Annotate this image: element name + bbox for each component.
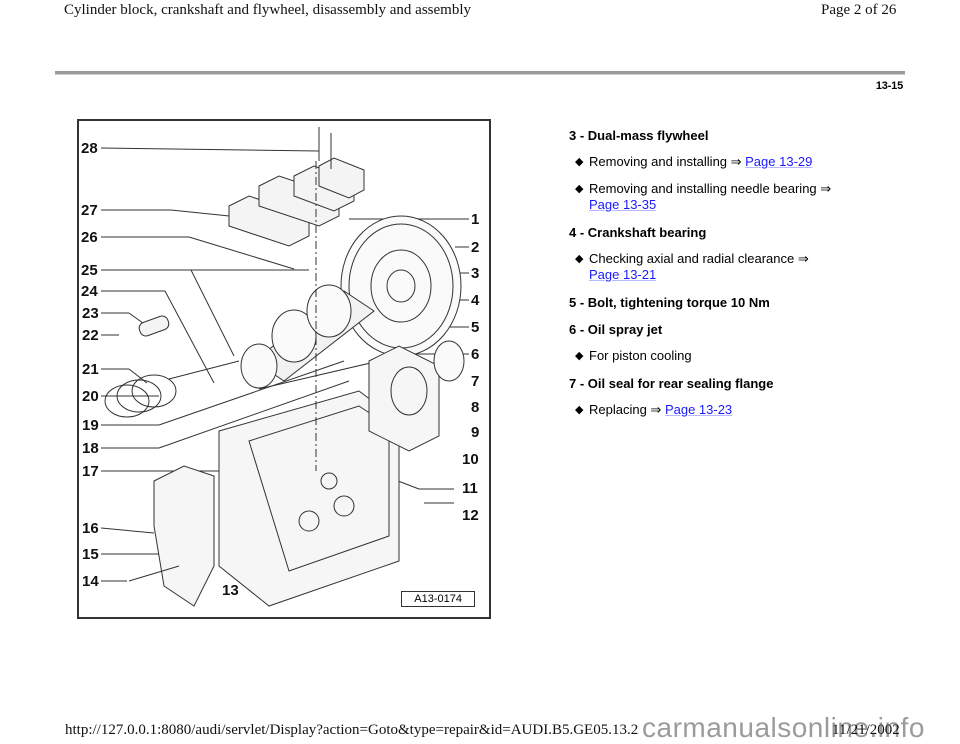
section-page-number: 13-15 (875, 80, 903, 92)
page-link[interactable]: Page 13-35 (589, 197, 657, 212)
callout-25: 25 (81, 262, 98, 279)
bullet-text: Removing and installing needle bearing ⇒ (589, 181, 832, 196)
exploded-view-figure: 28 27 26 25 24 23 22 21 20 19 18 17 16 1… (77, 119, 491, 619)
flywheel (340, 215, 462, 357)
sealing-flange (368, 340, 465, 452)
bullet-text: Replacing ⇒ (589, 402, 665, 417)
callout-10: 10 (462, 451, 479, 468)
callout-18: 18 (82, 440, 99, 457)
engine-exploded-diagram: 28 27 26 25 24 23 22 21 20 19 18 17 16 1… (81, 127, 480, 607)
leader-18b (158, 380, 350, 449)
callout-14: 14 (82, 573, 99, 590)
bullet-item: ◆ Replacing ⇒ Page 13-23 (569, 402, 909, 418)
page-link[interactable]: Page 13-21 (589, 267, 657, 282)
callout-11: 11 (462, 480, 478, 497)
item-title: 6 - Oil spray jet (569, 322, 663, 337)
callout-17: 17 (82, 463, 99, 480)
legend-item: 7 - Oil seal for rear sealing flange ◆ R… (569, 376, 909, 418)
leader-27b (170, 209, 240, 218)
legend-item: 4 - Crankshaft bearing ◆ Checking axial … (569, 225, 909, 283)
item-title: 7 - Oil seal for rear sealing flange (569, 376, 774, 391)
callout-7: 7 (471, 373, 479, 390)
callout-15: 15 (82, 546, 99, 563)
bullet-text: Checking axial and radial clearance ⇒ (589, 251, 809, 266)
callout-3: 3 (471, 265, 479, 282)
callout-20: 20 (82, 388, 99, 405)
callout-27: 27 (81, 202, 98, 219)
document-title: Cylinder block, crankshaft and flywheel,… (64, 2, 471, 18)
callout-12: 12 (462, 507, 479, 524)
callout-21: 21 (82, 361, 99, 378)
page-indicator: Page 2 of 26 (821, 2, 897, 18)
callout-4: 4 (471, 292, 480, 309)
page-link[interactable]: Page 13-23 (664, 402, 733, 417)
leader-16 (100, 527, 155, 534)
crankshaft (240, 284, 375, 389)
bullet-item: ◆ Removing and installing needle bearing… (569, 181, 909, 213)
diamond-bullet-icon: ◆ (575, 183, 584, 195)
main-bearing-caps (228, 157, 365, 247)
bullet-text: Removing and installing ⇒ (589, 154, 746, 169)
diamond-bullet-icon: ◆ (575, 350, 584, 362)
leader-19b (158, 360, 345, 426)
callout-1: 1 (471, 211, 479, 228)
legend-item: 6 - Oil spray jet ◆ For piston cooling (569, 322, 909, 364)
callout-28: 28 (81, 140, 98, 157)
leader-25b (190, 269, 235, 357)
callout-6: 6 (471, 346, 479, 363)
callout-8: 8 (471, 399, 479, 416)
piston-assembly (104, 315, 240, 418)
cylinder-block (218, 390, 400, 607)
diamond-bullet-icon: ◆ (575, 156, 584, 168)
footer-url: http://127.0.0.1:8080/audi/servlet/Displ… (65, 722, 639, 738)
footer-date: 11/21/2002 (832, 722, 900, 738)
diamond-bullet-icon: ◆ (575, 253, 584, 265)
figure-id-label: A13-0174 (401, 591, 475, 607)
leader-28 (100, 147, 320, 152)
callout-24: 24 (81, 283, 98, 300)
bullet-item: ◆ Removing and installing ⇒ Page 13-29 (569, 154, 909, 170)
callout-16: 16 (82, 520, 99, 537)
leader-24b (164, 290, 215, 384)
callout-19: 19 (82, 417, 99, 434)
callout-9: 9 (471, 424, 479, 441)
bullet-text: For piston cooling (589, 348, 692, 363)
item-title: 4 - Crankshaft bearing (569, 225, 707, 240)
legend-item: 3 - Dual-mass flywheel ◆ Removing and in… (569, 128, 909, 213)
bullet-item: ◆ Checking axial and radial clearance ⇒ … (569, 251, 909, 283)
item-title: 5 - Bolt, tightening torque 10 Nm (569, 295, 770, 310)
callout-22: 22 (82, 327, 99, 344)
watermark: carmanualsonline.info (642, 712, 925, 743)
parts-legend: 3 - Dual-mass flywheel ◆ Removing and in… (569, 128, 909, 418)
page-link[interactable]: Page 13-29 (745, 154, 813, 169)
callout-13: 13 (222, 582, 239, 599)
item-title: 3 - Dual-mass flywheel (569, 128, 709, 143)
bolts (318, 127, 332, 169)
legend-item: 5 - Bolt, tightening torque 10 Nm (569, 295, 909, 311)
header-rule (55, 71, 905, 75)
oil-pump-cover (128, 465, 215, 607)
callout-26: 26 (81, 229, 98, 246)
leader-26b (188, 236, 295, 270)
bullet-item: ◆ For piston cooling (569, 348, 909, 364)
callout-23: 23 (82, 305, 99, 322)
diamond-bullet-icon: ◆ (575, 404, 584, 416)
callout-5: 5 (471, 319, 479, 336)
callout-2: 2 (471, 239, 479, 256)
